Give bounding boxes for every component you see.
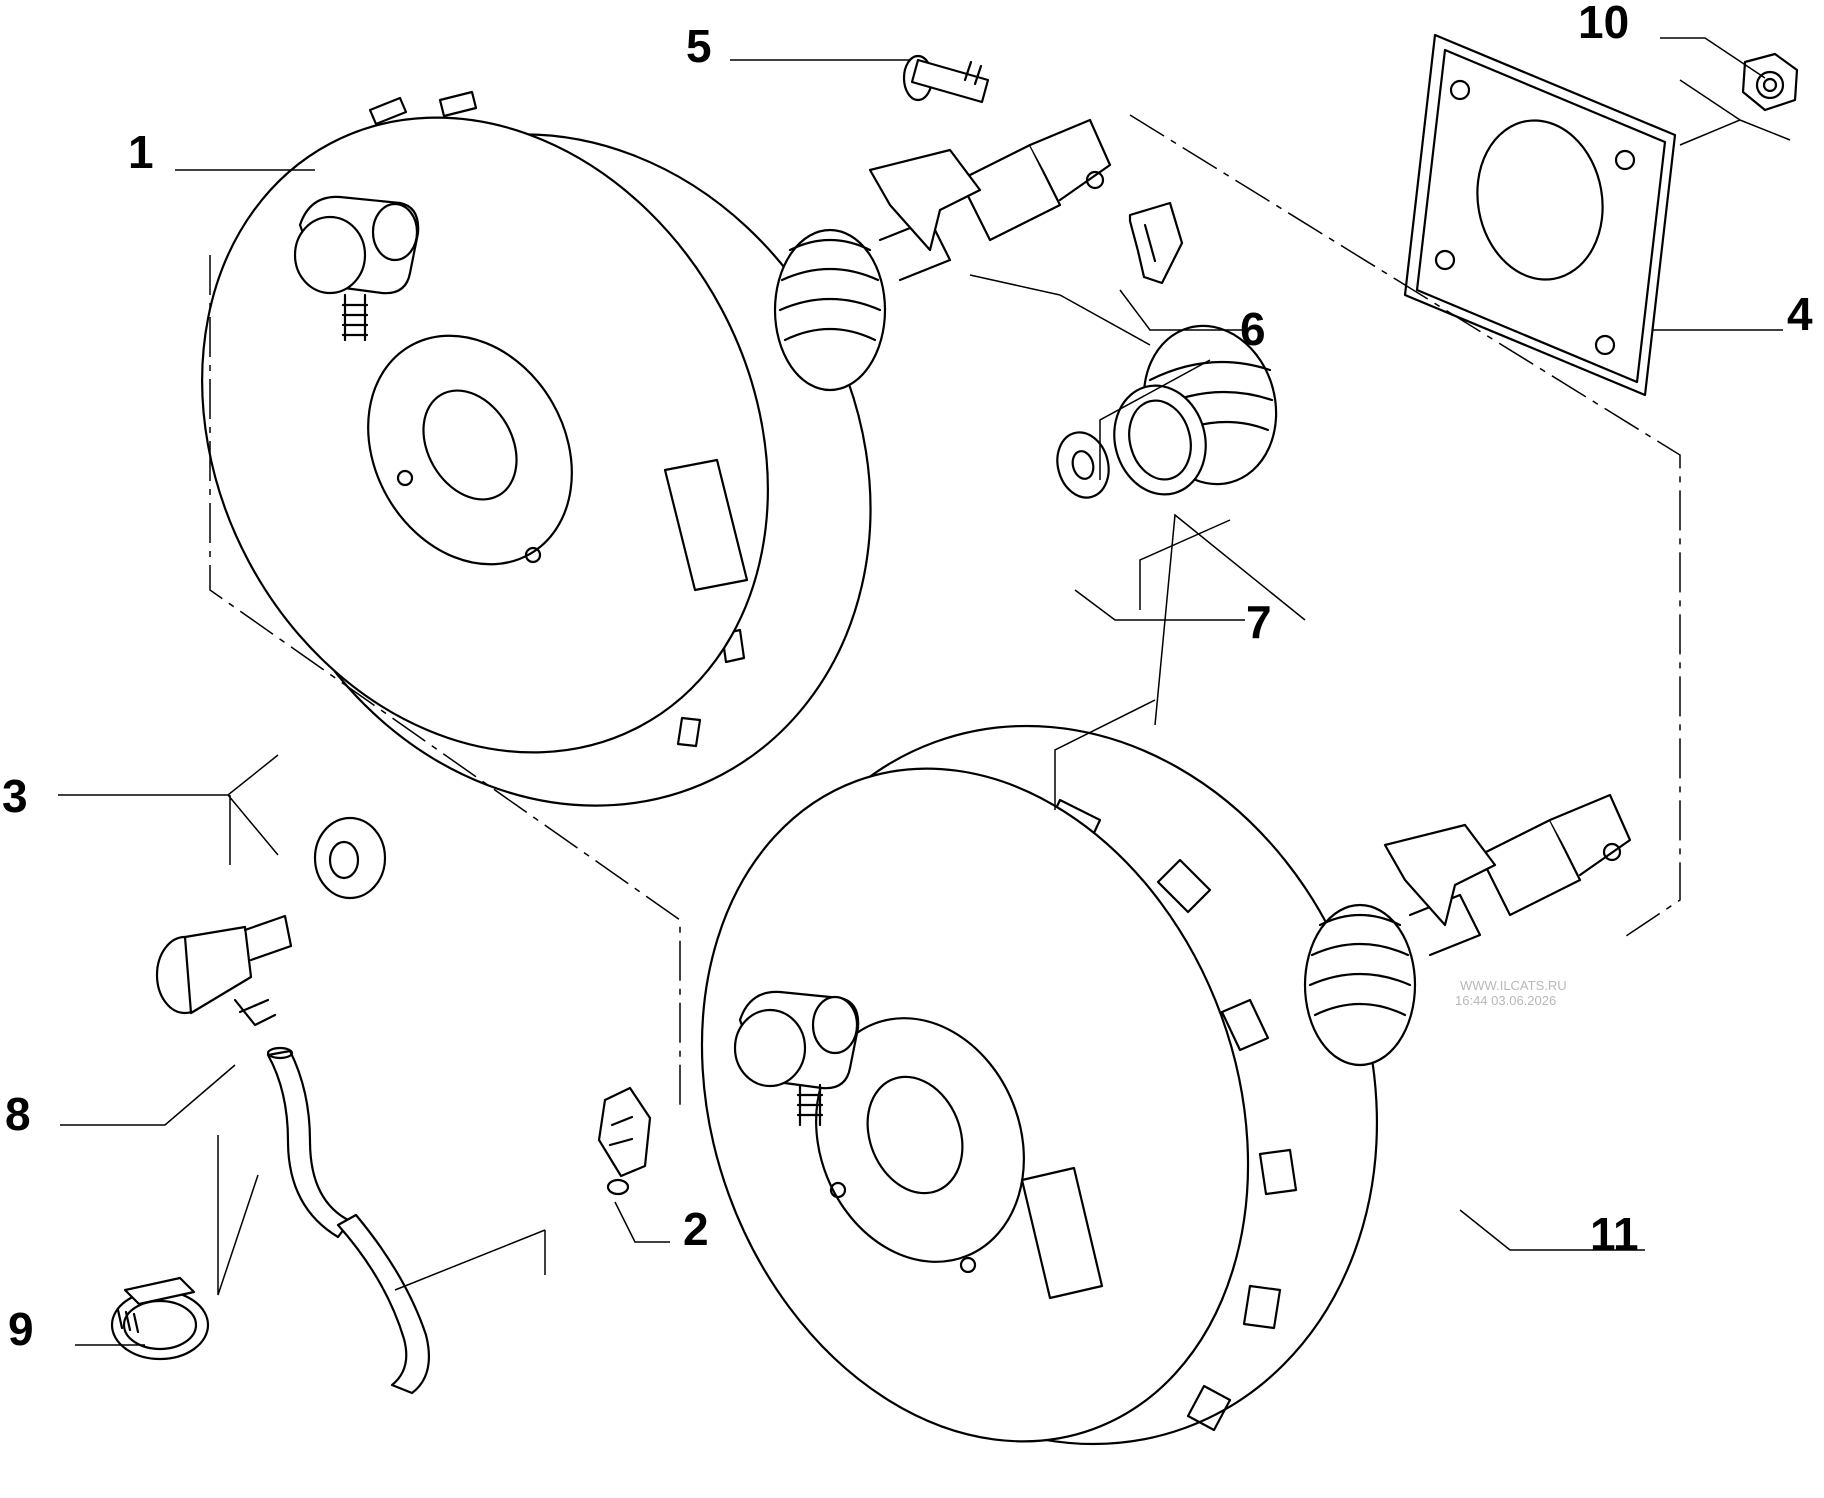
callout-4: 4 [1787, 288, 1813, 340]
leader-lines [58, 37, 1791, 1346]
assembly-dashed-lines [209, 114, 1681, 1110]
watermark-timestamp: 16:44 03.06.2026 [1455, 993, 1556, 1008]
push-rod-assembly-lower [1303, 793, 1632, 1067]
brake-booster-upper [201, 90, 1112, 807]
vacuum-valve-on-booster [293, 195, 420, 342]
callout-numbers: 1 2 3 4 5 6 7 8 9 10 11 [2, 0, 1813, 1355]
callout-3: 3 [2, 770, 28, 822]
watermark: WWW.ILCATS.RU 16:44 03.06.2026 [1455, 978, 1567, 1008]
brake-booster-lower [700, 724, 1632, 1446]
callout-6: 6 [1240, 303, 1266, 355]
vacuum-valve-on-lower-booster [733, 990, 860, 1127]
hex-nut [1741, 52, 1799, 112]
hose-retaining-clip [597, 1086, 652, 1196]
retaining-clip [1128, 201, 1184, 285]
mounting-gasket-plate [1403, 33, 1677, 397]
callout-5: 5 [686, 20, 712, 72]
vacuum-check-valve [155, 816, 387, 1027]
push-rod-assembly-upper [773, 118, 1112, 392]
callout-8: 8 [5, 1088, 31, 1140]
callout-2: 2 [683, 1203, 709, 1255]
rubber-boot-and-washer [1056, 324, 1278, 499]
callout-10: 10 [1578, 0, 1629, 48]
callout-1: 1 [128, 126, 154, 178]
callout-7: 7 [1246, 596, 1272, 648]
hose-clamp [110, 1276, 210, 1361]
vacuum-hose [266, 1046, 430, 1395]
callout-9: 9 [8, 1303, 34, 1355]
clevis-pin [902, 54, 990, 104]
watermark-site: WWW.ILCATS.RU [1460, 978, 1567, 993]
callout-11: 11 [1590, 1208, 1639, 1260]
